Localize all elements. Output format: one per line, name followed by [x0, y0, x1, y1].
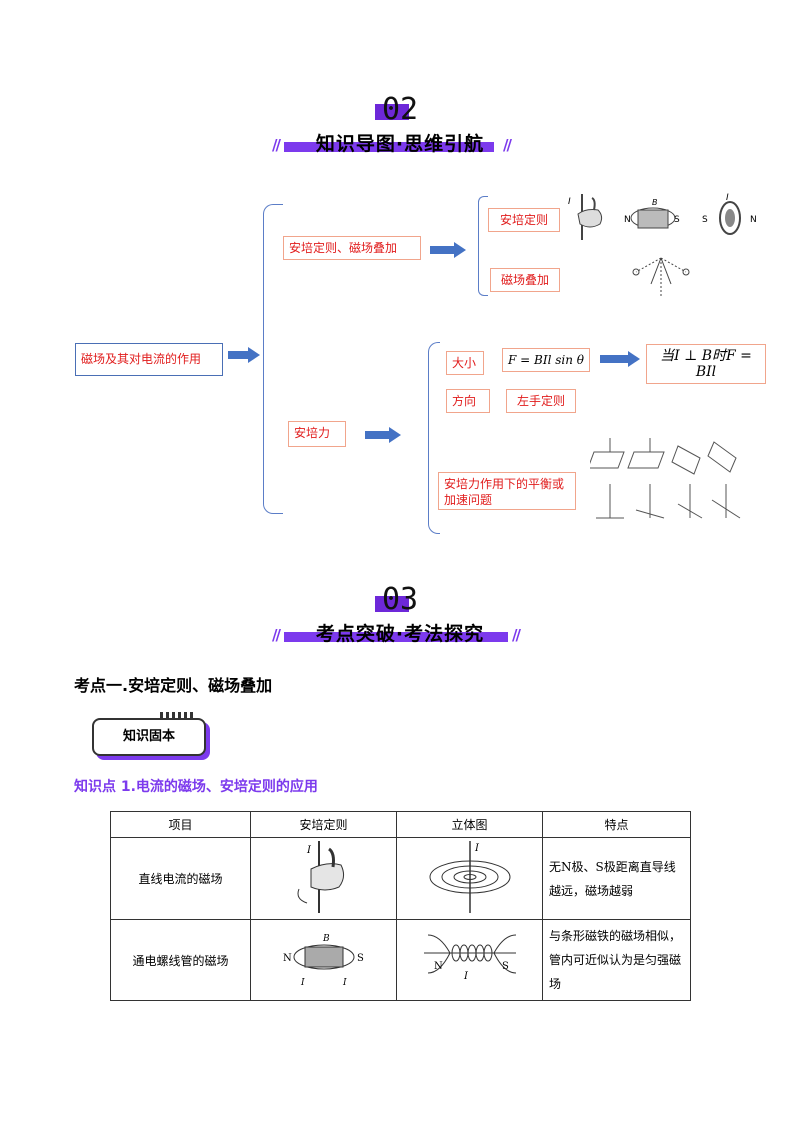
- concentric-field-figure: I: [429, 841, 510, 913]
- section-number-2: 03: [381, 582, 419, 617]
- table-row: 通电螺线管的磁场 N S B I I: [110, 919, 691, 1001]
- mindmap-left-hand-rule: 左手定则: [506, 389, 576, 413]
- svg-text:I: I: [463, 971, 469, 982]
- table-header: 特点: [542, 811, 691, 838]
- arrow-branch-2: [365, 427, 401, 443]
- slash-decoration-right: //: [503, 136, 512, 154]
- svg-text:S: S: [502, 961, 509, 972]
- solenoid-hand-figure: N S B I I: [283, 934, 364, 988]
- section-number: 02: [381, 92, 419, 127]
- label-N2: N: [750, 215, 757, 225]
- table-cell-feature: 无N极、S极距离直导线越远，磁场越弱: [542, 837, 691, 920]
- knowledge-point-title: 知识点 1.电流的磁场、安培定则的应用: [74, 779, 318, 795]
- table-cell-3d-figure: N S I: [396, 919, 543, 1001]
- force-balance-figures: [590, 432, 748, 524]
- table-cell-item: 通电螺线管的磁场: [110, 919, 251, 1001]
- svg-text:I: I: [306, 845, 312, 856]
- mindmap-formula: F = BIl sin θ: [502, 348, 590, 372]
- mindmap-special-case: 当I ⊥ B时F = BIl: [646, 344, 766, 384]
- section-02-header: 02 // 知识导图·思维引航 //: [0, 92, 800, 162]
- svg-text:I: I: [342, 978, 347, 988]
- special-case-text: 当I ⊥ B时F = BIl: [660, 348, 752, 380]
- brace-main: [263, 204, 283, 514]
- knowledge-table: 项目 安培定则 立体图 特点 直线电流的磁场 I I 无N: [110, 811, 691, 1001]
- svg-text:I: I: [474, 843, 480, 854]
- slash-decoration-left-2: //: [272, 626, 281, 644]
- mindmap-branch-1: 安培定则、磁场叠加: [283, 236, 421, 260]
- arrow-formula: [600, 351, 640, 367]
- superposition-figure: [626, 254, 696, 302]
- tag-binder-rings: [160, 712, 196, 720]
- section-title-highlight-2: [284, 632, 508, 642]
- table-header-row: 项目 安培定则 立体图 特点: [110, 811, 691, 838]
- mindmap-size: 大小: [446, 351, 484, 375]
- section-03-header: 03 // 考点突破·考法探究 //: [0, 582, 800, 652]
- svg-text:B: B: [322, 934, 330, 944]
- solenoid-figure: N S B: [622, 196, 684, 244]
- section-title-highlight: [284, 142, 494, 152]
- table-row: 直线电流的磁场 I I 无N极、S极距离直导线越远，磁场越弱: [110, 837, 691, 920]
- table-header: 安培定则: [250, 811, 397, 838]
- svg-text:N: N: [283, 953, 292, 964]
- svg-text:I: I: [300, 978, 305, 988]
- slash-decoration-left: //: [272, 136, 281, 154]
- right-hand-grip-figure: I: [566, 192, 612, 242]
- mindmap-balance: 安培力作用下的平衡或加速问题: [438, 472, 576, 510]
- svg-text:N: N: [434, 961, 443, 972]
- topic-heading: 考点一.安培定则、磁场叠加: [74, 676, 273, 695]
- mindmap-root: 磁场及其对电流的作用: [75, 343, 223, 376]
- straight-wire-hand-figure: I: [297, 841, 344, 913]
- table-cell-rule-figure: I: [250, 837, 397, 920]
- table-cell-feature: 与条形磁铁的磁场相似，管内可近似认为是匀强磁场: [542, 919, 691, 1001]
- knowledge-tag: 知识固本: [92, 718, 206, 756]
- mindmap-ampere-rule: 安培定则: [488, 208, 560, 232]
- mindmap-branch-2: 安培力: [288, 421, 346, 447]
- brace-branch-2: [428, 342, 440, 534]
- table-cell-item: 直线电流的磁场: [110, 837, 251, 920]
- label-S: S: [674, 215, 680, 225]
- table-cell-3d-figure: I: [396, 837, 543, 920]
- label-I: I: [568, 197, 571, 207]
- arrow-branch-1: [430, 242, 466, 258]
- label-B: B: [652, 198, 658, 207]
- formula-text: F = BIl sin θ: [508, 353, 584, 367]
- label-I2: I: [726, 193, 729, 203]
- table-header: 立体图: [396, 811, 543, 838]
- svg-text:S: S: [357, 953, 364, 964]
- label-N: N: [624, 215, 631, 225]
- label-S2: S: [702, 215, 708, 225]
- mindmap-field-superposition: 磁场叠加: [490, 268, 560, 292]
- slash-decoration-right-2: //: [512, 626, 521, 644]
- solenoid-field-figure: N S I: [423, 934, 516, 982]
- ring-current-figure: S N I: [700, 192, 762, 242]
- mindmap-direction: 方向: [446, 389, 490, 413]
- table-header: 项目: [110, 811, 251, 838]
- section-title-2: 考点突破·考法探究: [315, 623, 485, 645]
- section-number-highlight-2: [375, 596, 409, 612]
- section-number-highlight: [375, 104, 409, 120]
- arrow-root: [228, 347, 260, 363]
- section-title: 知识导图·思维引航: [315, 133, 485, 155]
- brace-branch-1: [478, 196, 488, 296]
- table-cell-rule-figure: N S B I I: [250, 919, 397, 1001]
